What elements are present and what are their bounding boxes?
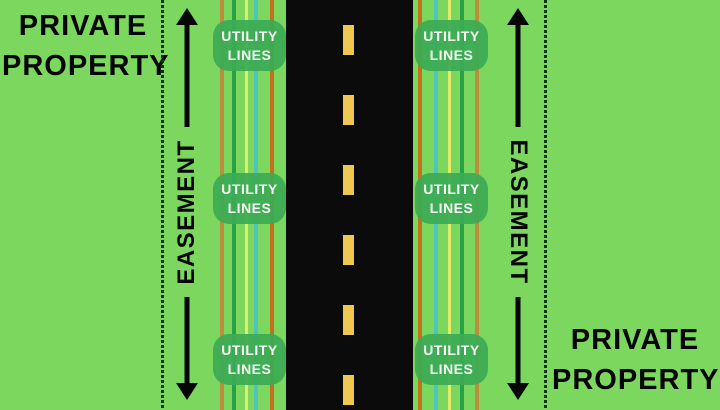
badge-line2: LINES bbox=[429, 360, 474, 377]
badge-line1: UTILITY bbox=[221, 27, 278, 44]
badge-line2: LINES bbox=[227, 46, 272, 63]
easement-label-right: EASEMENT bbox=[505, 139, 532, 285]
utility-lines-badge: UTILITY LINES bbox=[213, 173, 286, 224]
badge-line1: UTILITY bbox=[423, 341, 480, 358]
badge-line2: LINES bbox=[429, 46, 474, 63]
utility-lines-badge: UTILITY LINES bbox=[415, 20, 488, 71]
badge-line2: LINES bbox=[227, 360, 272, 377]
road bbox=[286, 0, 413, 410]
badge-line1: UTILITY bbox=[221, 341, 278, 358]
utility-lines-badge: UTILITY LINES bbox=[213, 20, 286, 71]
badge-line1: UTILITY bbox=[423, 27, 480, 44]
property-boundary-dotted-line-right bbox=[544, 0, 547, 410]
arrow-down-icon bbox=[506, 297, 530, 400]
arrow-up-icon bbox=[506, 8, 530, 127]
private-property-line2: PROPERTY bbox=[552, 364, 720, 396]
utility-lines-badge: UTILITY LINES bbox=[415, 173, 488, 224]
private-property-line2: PROPERTY bbox=[2, 50, 170, 82]
utility-lines-badge: UTILITY LINES bbox=[415, 334, 488, 385]
badge-line2: LINES bbox=[227, 199, 272, 216]
badge-line1: UTILITY bbox=[221, 180, 278, 197]
badge-line1: UTILITY bbox=[423, 180, 480, 197]
arrow-down-icon bbox=[175, 297, 199, 400]
badge-line2: LINES bbox=[429, 199, 474, 216]
arrow-up-icon bbox=[175, 8, 199, 127]
property-boundary-dotted-line-left bbox=[161, 0, 164, 410]
private-property-line1: PRIVATE bbox=[18, 10, 148, 42]
utility-lines-badge: UTILITY LINES bbox=[213, 334, 286, 385]
road-center-dashed-line bbox=[343, 0, 354, 410]
private-property-line1: PRIVATE bbox=[570, 324, 700, 356]
private-property-label-top-left: PRIVATE PROPERTY bbox=[2, 6, 170, 86]
easement-label-left: EASEMENT bbox=[173, 139, 200, 285]
private-property-label-bottom-right: PRIVATE PROPERTY bbox=[552, 320, 720, 400]
